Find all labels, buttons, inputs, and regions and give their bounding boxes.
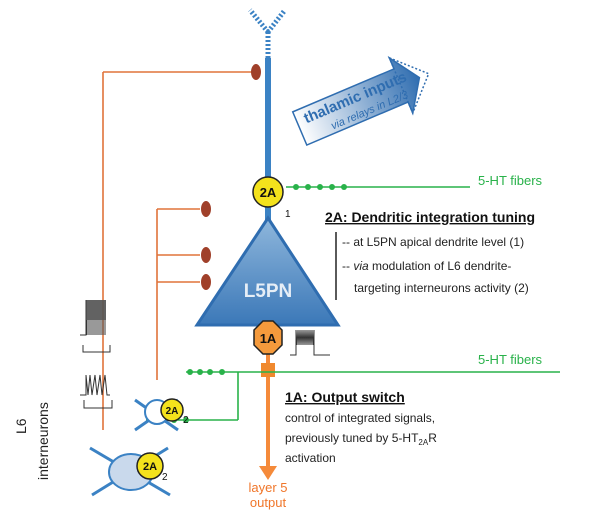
bouton [201, 247, 211, 263]
note-2a-line1: -- at L5PN apical dendrite level (1) [342, 235, 524, 249]
bouton [251, 64, 261, 80]
trace-1a-spikes [290, 329, 330, 356]
receptor-2a-small [160, 398, 184, 422]
note-1a-line1: control of integrated signals, [285, 411, 435, 425]
fiber-label-bottom: 5-HT fibers [478, 352, 543, 367]
5ht-varicosities-top [293, 184, 347, 190]
soma-label: L5PN [244, 281, 293, 302]
synaptic-boutons [201, 64, 261, 290]
output-label-line1: layer 5 [248, 480, 287, 495]
note-2a-line3: targeting interneurons activity (2) [354, 281, 529, 295]
receptor-2a-top [252, 176, 284, 208]
side-label-interneurons: interneurons [35, 402, 51, 480]
receptor-2a-small-index: 2 [183, 415, 189, 426]
interneuron-small [134, 398, 179, 432]
note-2a-line2: -- via modulation of L6 dendrite- [342, 259, 511, 273]
thalamic-arrow [291, 55, 430, 146]
receptor-1a-label: 1A [260, 331, 277, 346]
bouton [201, 274, 211, 290]
receptor-1a-hexagon [253, 320, 283, 355]
receptor-2a-top-label: 2A [260, 185, 277, 200]
fiber-label-top: 5-HT fibers [478, 173, 543, 188]
output-label-line2: output [250, 495, 287, 510]
receptor-2a-large-index: 2 [162, 472, 168, 483]
bouton [201, 201, 211, 217]
side-label-l6: L6 [13, 418, 29, 434]
note-1a-line2: previously tuned by 5-HT2AR [285, 431, 437, 447]
trace-interneuron-1 [80, 300, 111, 353]
receptor-2a-small-label: 2A [166, 406, 179, 417]
dendrite-tuft [248, 8, 287, 58]
receptor-2a-top-index: 1 [285, 209, 291, 220]
axon-initial-segment [261, 363, 275, 377]
note-2a-title: 2A: Dendritic integration tuning [325, 209, 535, 225]
receptor-2a-large-label: 2A [143, 461, 157, 473]
note-1a-line3: activation [285, 451, 336, 465]
axon-arrowhead [259, 466, 277, 480]
note-1a-title: 1A: Output switch [285, 389, 405, 405]
receptor-2a-large [136, 452, 164, 480]
trace-interneuron-2 [80, 374, 113, 409]
l5pn-soma [194, 215, 341, 327]
interneuron-axons [102, 71, 252, 430]
